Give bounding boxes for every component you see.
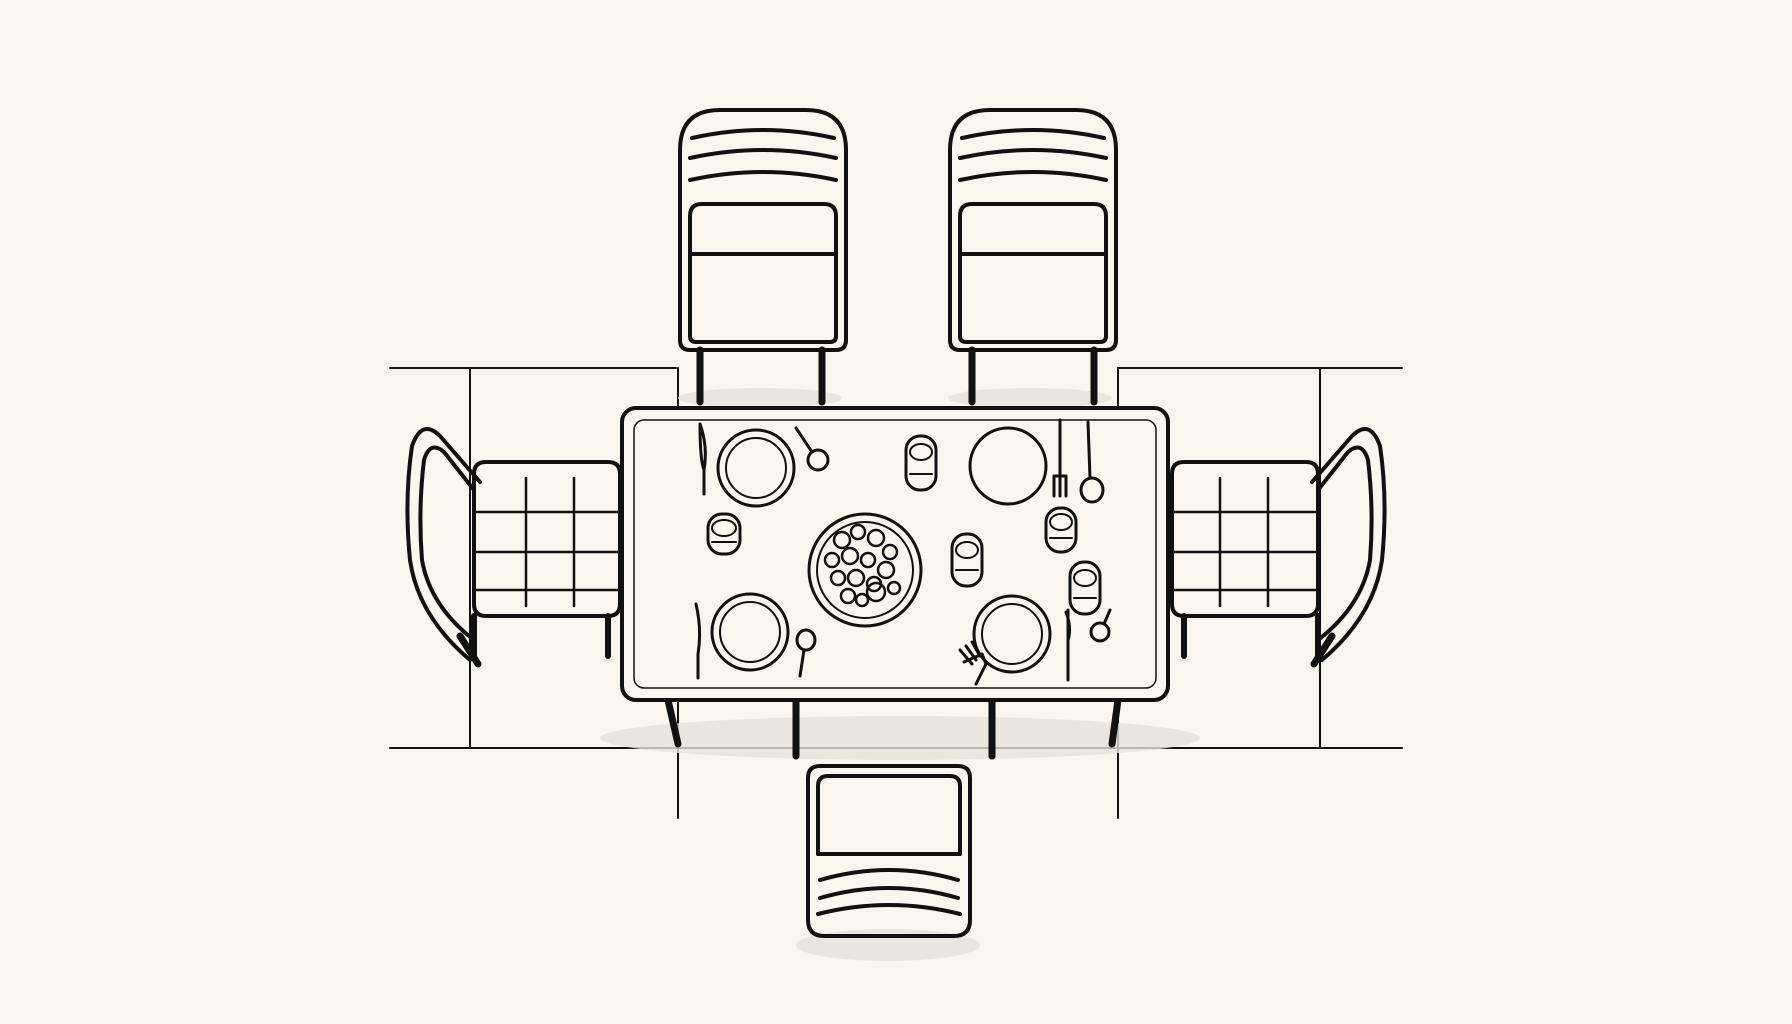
- plate: [968, 426, 1048, 506]
- place-setting-top-right: [968, 418, 1105, 506]
- spoon-icon: [806, 448, 830, 472]
- place-setting-bottom-left: [694, 592, 817, 680]
- cup: [1044, 506, 1078, 554]
- spoon-icon: [1079, 476, 1105, 504]
- knife-icon: [694, 602, 702, 680]
- spoon-icon: [1089, 621, 1111, 643]
- fork-icon: [1052, 418, 1068, 498]
- place-setting-bottom-right: [958, 594, 1112, 686]
- cups: [706, 434, 1102, 616]
- table-top: [620, 406, 1170, 702]
- chair-top-right: [948, 108, 1118, 406]
- knife-icon: [698, 422, 707, 496]
- cup: [904, 434, 938, 492]
- table-legs: [664, 696, 1122, 760]
- centerpiece-bowl: [807, 512, 923, 628]
- chair-top-left: [678, 108, 848, 406]
- spoon-icon: [795, 628, 817, 652]
- knife-icon: [1064, 608, 1072, 682]
- plate: [972, 594, 1052, 674]
- plate: [710, 592, 790, 672]
- cup: [706, 512, 742, 556]
- chair-bottom: [806, 764, 972, 938]
- chair-right: [1170, 426, 1387, 668]
- plate: [716, 428, 796, 508]
- cup: [950, 532, 984, 588]
- cup: [1068, 560, 1102, 616]
- fork-icon: [958, 640, 988, 686]
- place-setting-top-left: [698, 422, 830, 508]
- chair-left: [405, 426, 622, 668]
- floor-shadows: [600, 388, 1200, 961]
